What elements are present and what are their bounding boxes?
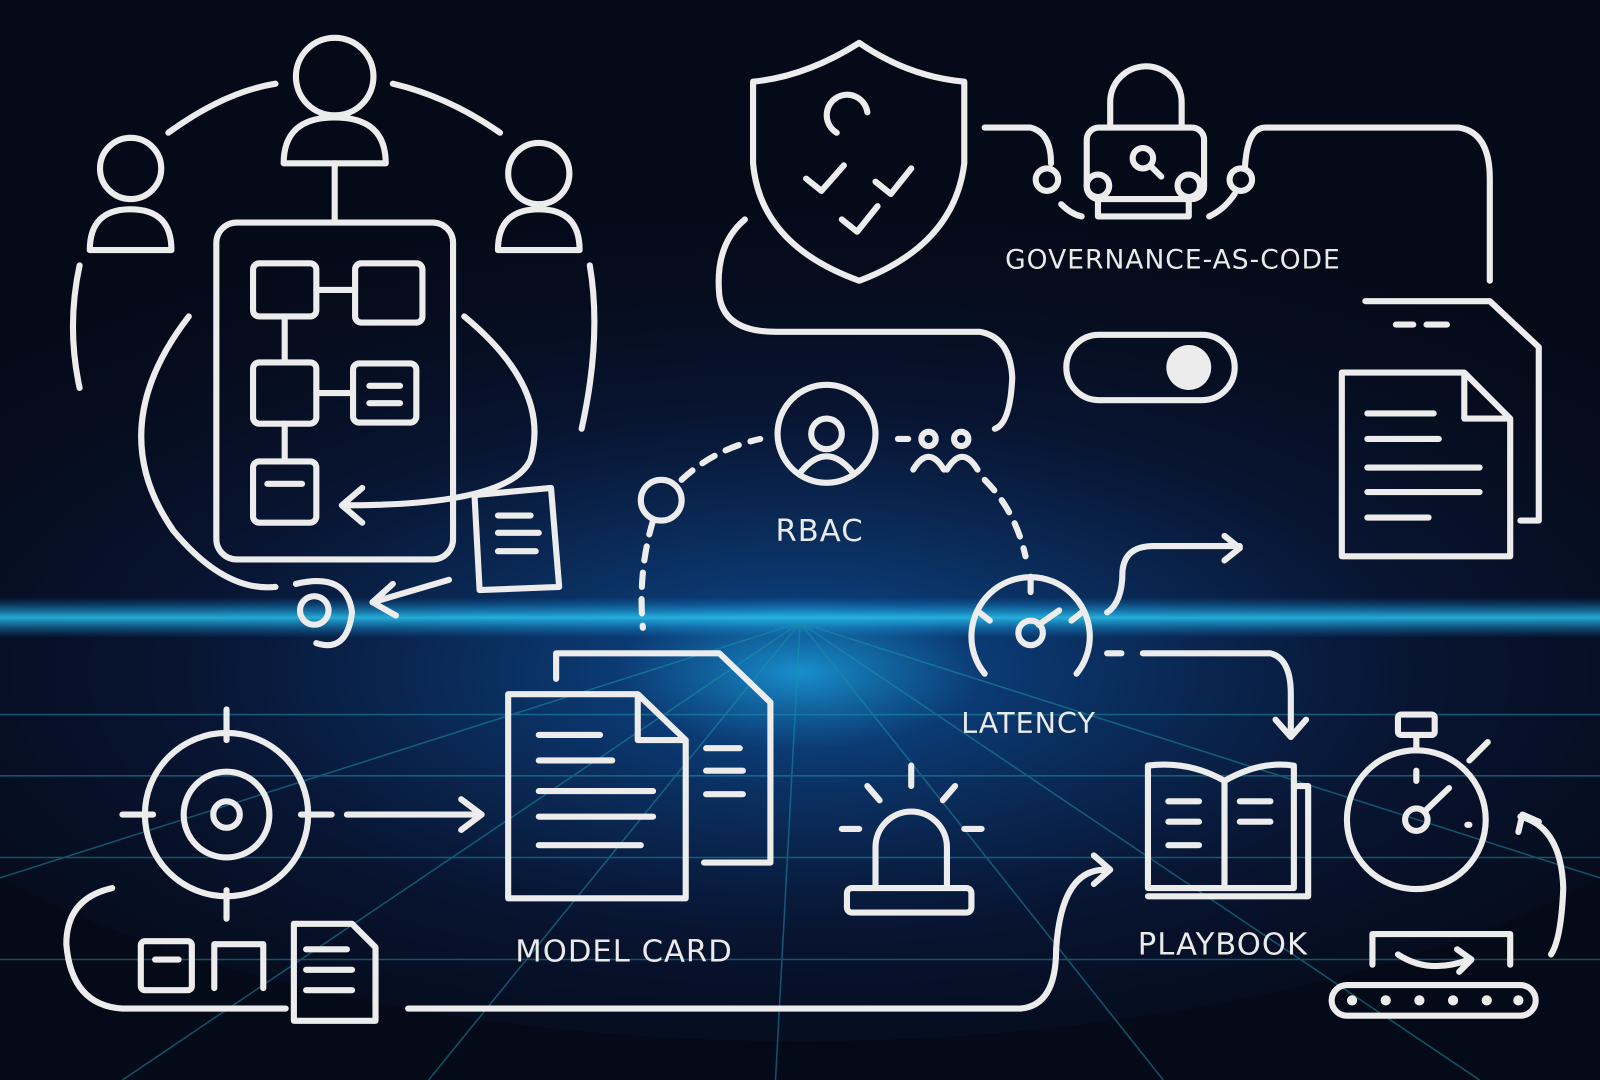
- rbac-user-icon: [637, 381, 1029, 631]
- governance-label: GOVERNANCE-AS-CODE: [1005, 244, 1341, 275]
- target-icon: [63, 706, 1114, 1024]
- shield-check-icon: [715, 39, 1016, 432]
- stopwatch-conveyor-icon: [1328, 711, 1567, 1019]
- playbook-label: PLAYBOOK: [1138, 927, 1308, 962]
- toggle-switch-icon: [1063, 331, 1238, 404]
- perspective-grid: [0, 621, 1600, 1080]
- team-workflow-icon: [69, 34, 598, 649]
- model-card-label: MODEL CARD: [515, 935, 733, 970]
- documents-icon: [1338, 298, 1542, 560]
- playbook-icon: [1144, 761, 1312, 900]
- latency-gauge-icon: [968, 532, 1310, 741]
- conveyor-rollers: [1346, 995, 1524, 1006]
- alarm-siren-icon: [838, 762, 985, 916]
- rbac-label: RBAC: [776, 514, 864, 549]
- latency-label: LATENCY: [961, 706, 1096, 740]
- lock-governance-icon: [981, 63, 1493, 284]
- model-card-icon: [505, 650, 774, 902]
